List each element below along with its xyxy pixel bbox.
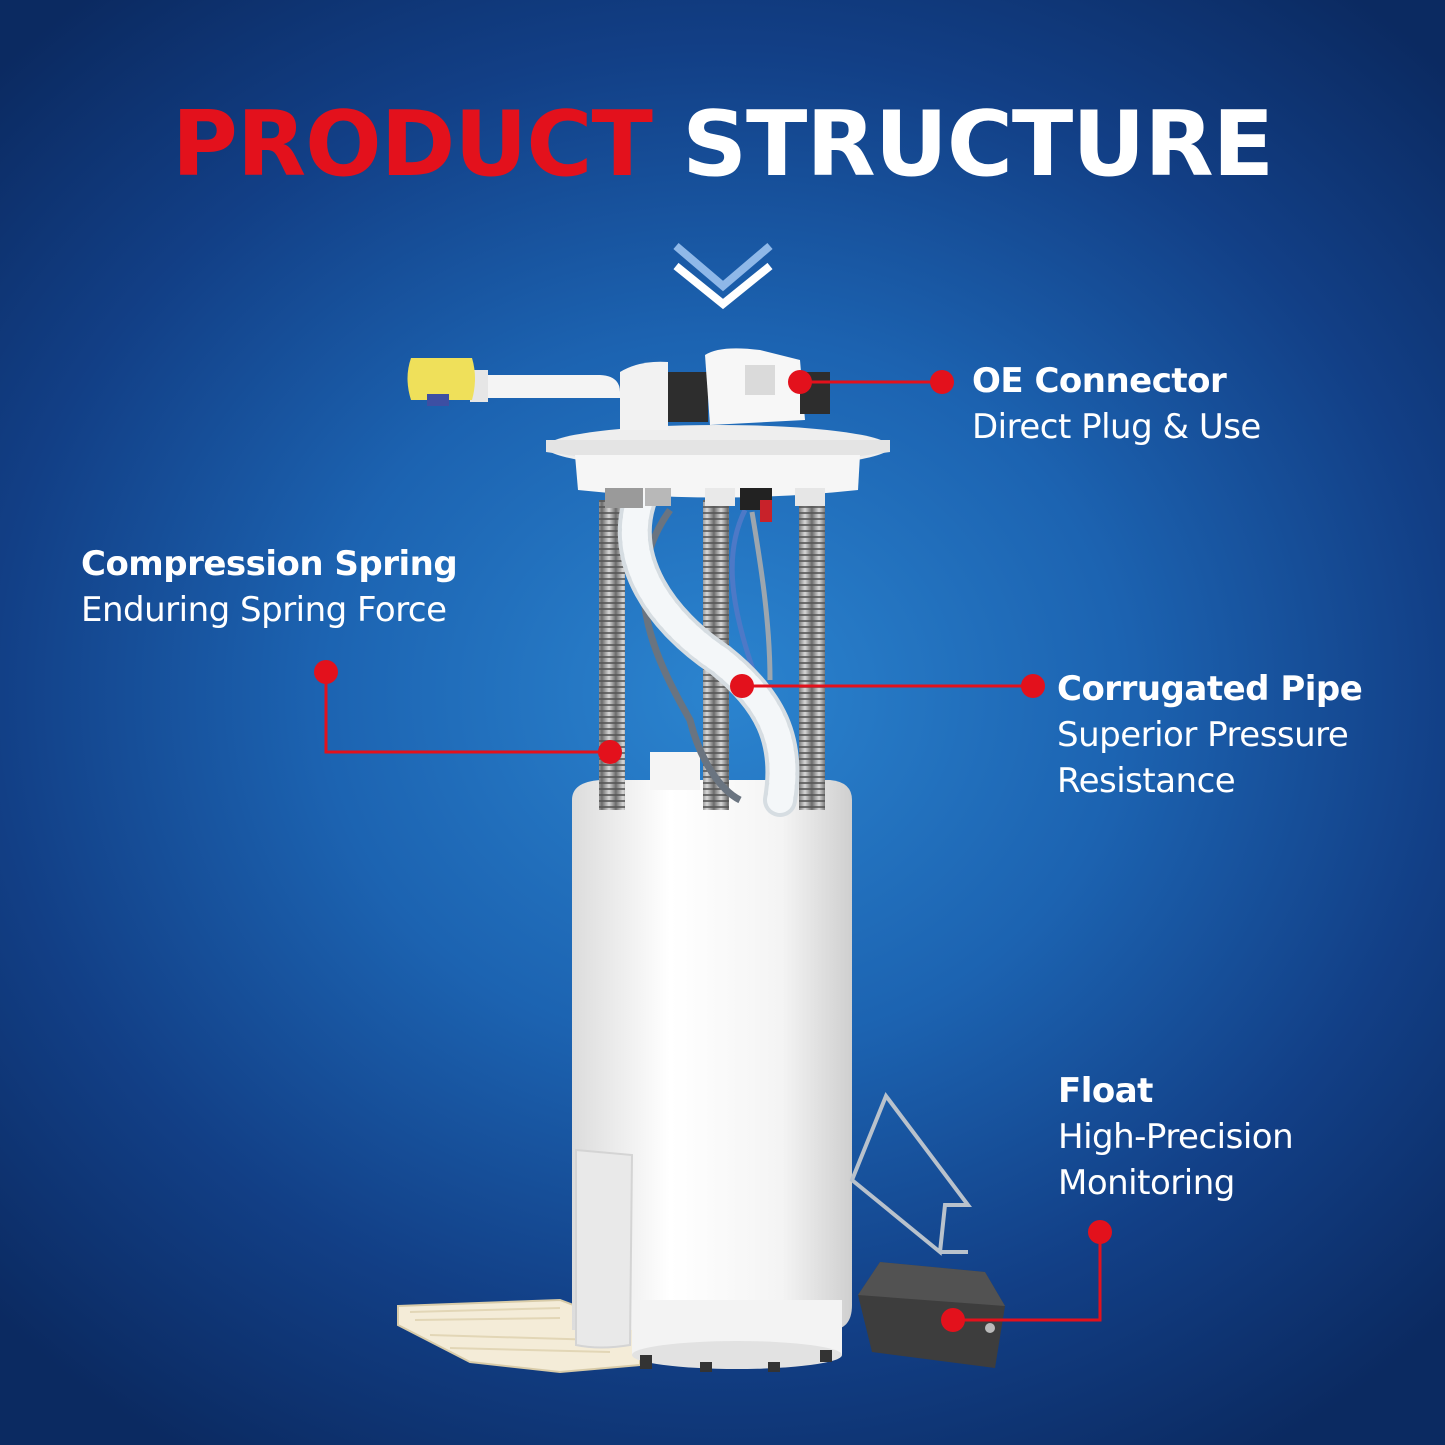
title-part-red: PRODUCT (171, 92, 653, 197)
page-title: PRODUCT STRUCTURE (0, 90, 1445, 200)
callout-heading: OE Connector (972, 361, 1227, 401)
callout-heading: Compression Spring (81, 544, 458, 584)
double-chevron-down-icon (673, 242, 773, 310)
title-part-white: STRUCTURE (682, 92, 1274, 197)
callout-description: Direct Plug & Use (972, 407, 1261, 447)
callout-description: Enduring Spring Force (81, 590, 447, 630)
callout-oe-connector: OE Connector Direct Plug & Use (972, 358, 1261, 450)
callout-heading: Float (1058, 1071, 1153, 1111)
callout-heading: Corrugated Pipe (1057, 669, 1363, 709)
callout-compression-spring: Compression Spring Enduring Spring Force (81, 541, 458, 633)
